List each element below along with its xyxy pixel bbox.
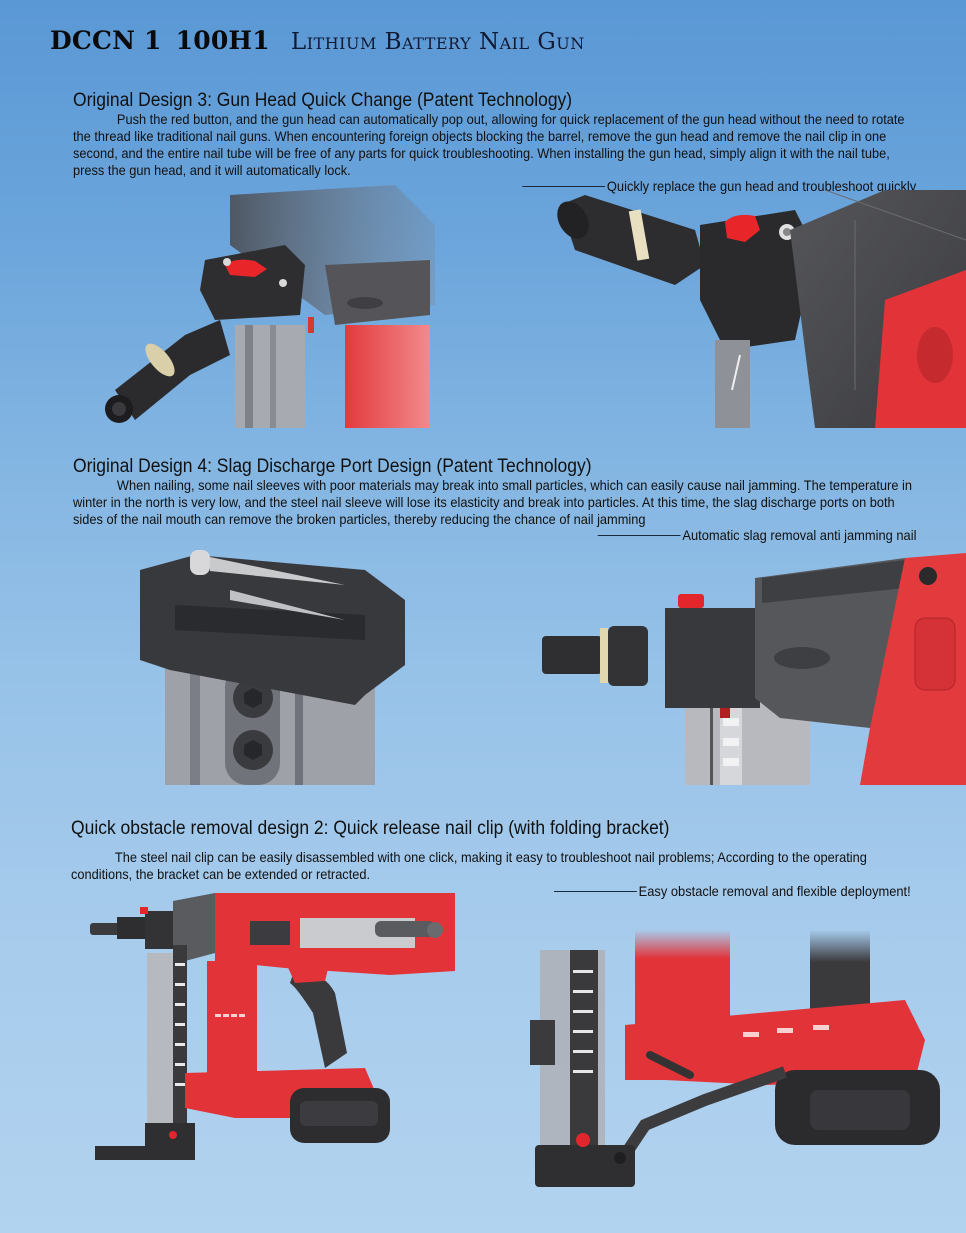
section-3-title: Quick obstacle removal design 2: Quick r… [71,818,670,839]
section-2-caption-text: Automatic slag removal anti jamming nail [681,527,916,543]
figure-gun-head-angled [95,185,460,428]
figure-folding-bracket [525,930,966,1190]
leader-line [597,534,681,536]
section-3-body-text: The steel nail clip can be easily disass… [71,849,867,882]
section-3-caption-text: Easy obstacle removal and flexible deplo… [638,883,911,899]
model-number-part1: DCCN 1 [50,26,162,55]
section-1-caption-text: Quickly replace the gun head and trouble… [606,178,916,194]
section-1-caption: Quickly replace the gun head and trouble… [522,178,916,194]
figure-gun-head-side-view [540,548,966,785]
section-2-body-text: When nailing, some nail sleeves with poo… [73,477,912,527]
section-3-caption: Easy obstacle removal and flexible deplo… [554,883,911,899]
section-2-title: Original Design 4: Slag Discharge Port D… [73,456,592,477]
section-2-body: When nailing, some nail sleeves with poo… [73,477,915,528]
section-2-caption: Automatic slag removal anti jamming nail [597,527,916,543]
section-1-body: Push the red button, and the gun head ca… [73,111,915,179]
leader-line [554,890,638,892]
section-1-title: Original Design 3: Gun Head Quick Change… [73,90,573,111]
section-3-body: The steel nail clip can be easily disass… [71,849,913,883]
model-number-part2: 100H1 [175,26,270,55]
section-1-body-text: Push the red button, and the gun head ca… [73,111,905,178]
product-name: Lithium Battery Nail Gun [290,29,585,55]
figure-slag-discharge-ports [135,545,407,785]
leader-line [522,185,605,187]
figure-full-nail-gun [85,893,465,1173]
figure-gun-head-body [555,190,966,428]
page-title: DCCN 1 100H1 Lithium Battery Nail Gun [50,26,585,55]
